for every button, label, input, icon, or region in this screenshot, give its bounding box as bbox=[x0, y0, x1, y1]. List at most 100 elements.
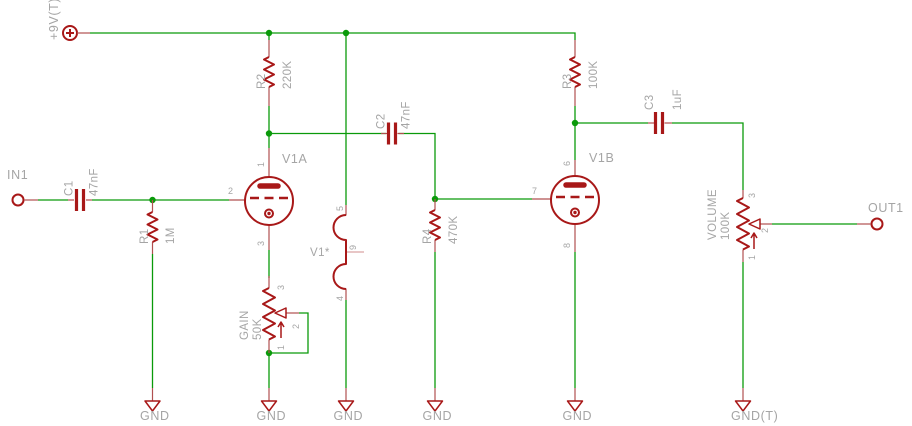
r3-zigzag[interactable] bbox=[569, 56, 581, 88]
volume-wiper-triangle-icon bbox=[748, 218, 761, 230]
volume-pin-wiper-number: 2 bbox=[760, 228, 770, 233]
gnd-label: GND bbox=[334, 409, 364, 423]
gnd-symbol-v1b[interactable]: GND bbox=[563, 388, 593, 423]
r1-value: 1M bbox=[165, 227, 177, 244]
v1a-pin-grid-number: 2 bbox=[228, 186, 233, 196]
gnd-triangle-icon[interactable] bbox=[426, 400, 444, 412]
gnd-t-symbol-volume[interactable]: GND(T) bbox=[731, 388, 778, 423]
gain-pin-wiper-number: 2 bbox=[291, 324, 301, 329]
gnd-symbol-r4[interactable]: GND bbox=[423, 388, 453, 423]
gnd-label: GND bbox=[140, 409, 170, 423]
gnd-triangle-icon[interactable] bbox=[566, 400, 584, 412]
ground-symbols[interactable]: GND GND GND GND GND GND(T) bbox=[140, 388, 778, 423]
gain-potentiometer[interactable]: GAIN 50K 3 2 1 bbox=[239, 276, 301, 353]
wire-c2-to-grid[interactable] bbox=[398, 132, 436, 200]
gnd-symbol-r1[interactable]: GND bbox=[140, 388, 170, 423]
capacitor-c3[interactable]: C3 1uF bbox=[644, 89, 684, 134]
c1-name: C1 bbox=[64, 180, 76, 196]
r1-name: R1 bbox=[139, 228, 151, 244]
heater-pin-tap-number: 9 bbox=[348, 245, 358, 250]
heater-filament[interactable] bbox=[332, 214, 347, 290]
heater-name: V1* bbox=[310, 247, 330, 259]
gnd-label: GND bbox=[563, 409, 593, 423]
v1b-envelope[interactable] bbox=[550, 175, 600, 225]
r1-zigzag[interactable] bbox=[146, 211, 159, 243]
output-port[interactable]: OUT1 bbox=[857, 201, 904, 231]
power-plus-icon bbox=[66, 29, 74, 37]
gnd-symbol-gain[interactable]: GND bbox=[257, 388, 287, 423]
gnd-t-label: GND(T) bbox=[731, 409, 778, 423]
tube-v1b[interactable]: V1B 6 7 8 bbox=[532, 151, 614, 252]
resistor-r3[interactable]: R3 100K bbox=[562, 40, 600, 106]
junction-dots bbox=[149, 29, 579, 357]
tube-heater[interactable]: V1* 5 9 4 bbox=[310, 205, 364, 301]
volume-potentiometer[interactable]: VOLUME 100K 3 2 1 bbox=[707, 189, 772, 262]
input-terminal-icon[interactable] bbox=[11, 193, 25, 207]
resistor-r4[interactable]: R4 470K bbox=[422, 199, 460, 252]
volume-zigzag[interactable] bbox=[736, 197, 750, 251]
gnd-triangle-icon[interactable] bbox=[734, 400, 752, 412]
r3-value: 100K bbox=[588, 61, 600, 89]
r2-name: R2 bbox=[256, 73, 268, 89]
gnd-triangle-icon[interactable] bbox=[260, 400, 278, 412]
power-source-symbol[interactable]: +9V(T) bbox=[47, 0, 90, 41]
junction-dot bbox=[342, 29, 350, 37]
gnd-symbol-heater[interactable]: GND bbox=[334, 388, 364, 423]
wire-power-rail[interactable] bbox=[90, 32, 576, 40]
wire-c3-to-volume[interactable] bbox=[672, 122, 744, 190]
wire-gain-wiper-loop[interactable] bbox=[269, 312, 309, 354]
v1b-pin-grid-number: 7 bbox=[532, 186, 537, 196]
v1b-pin-cathode-number: 8 bbox=[562, 243, 572, 248]
volume-adjust-arrow-icon bbox=[750, 232, 758, 249]
heater-pin-top-number: 5 bbox=[335, 206, 345, 211]
heater-pin-bottom-number: 4 bbox=[335, 296, 345, 301]
v1a-name: V1A bbox=[282, 152, 307, 166]
volume-pin-top-number: 3 bbox=[747, 193, 757, 198]
gain-name: GAIN bbox=[239, 310, 251, 340]
c1-value: 47nF bbox=[89, 168, 101, 196]
v1a-envelope[interactable] bbox=[244, 176, 294, 226]
input-label: IN1 bbox=[7, 168, 28, 182]
v1a-cathode-dot bbox=[267, 211, 271, 216]
gain-pin-bottom-number: 1 bbox=[276, 345, 286, 350]
v1b-cathode bbox=[570, 207, 580, 218]
gnd-triangle-icon[interactable] bbox=[144, 400, 161, 412]
junction-dot bbox=[265, 29, 273, 37]
output-terminal-icon[interactable] bbox=[870, 217, 884, 231]
resistor-r2[interactable]: R2 220K bbox=[256, 40, 294, 106]
gnd-triangle-icon[interactable] bbox=[337, 400, 355, 412]
c2-value: 47nF bbox=[401, 101, 413, 129]
gain-pin-top-number: 3 bbox=[276, 285, 286, 290]
r4-value: 470K bbox=[448, 216, 460, 244]
r2-value: 220K bbox=[282, 61, 294, 89]
r4-name: R4 bbox=[422, 228, 434, 244]
v1a-pin-cathode-number: 3 bbox=[256, 241, 266, 246]
gain-value: 50K bbox=[252, 318, 264, 340]
v1a-cathode bbox=[264, 208, 274, 219]
gain-adjust-arrow-icon bbox=[277, 321, 285, 338]
c3-value: 1uF bbox=[672, 89, 684, 110]
v1b-pin-anode-number: 6 bbox=[562, 161, 572, 166]
resistor-r1[interactable]: R1 1M bbox=[139, 200, 177, 254]
input-port[interactable]: IN1 bbox=[7, 168, 38, 207]
volume-pin-bottom-number: 1 bbox=[747, 255, 757, 260]
gain-zigzag[interactable] bbox=[262, 287, 276, 341]
gnd-label: GND bbox=[423, 409, 453, 423]
capacitor-c1[interactable]: C1 47nF bbox=[64, 168, 101, 211]
gnd-label: GND bbox=[257, 409, 287, 423]
c2-name: C2 bbox=[376, 113, 388, 129]
r4-zigzag[interactable] bbox=[429, 209, 441, 241]
gain-wiper-triangle-icon bbox=[274, 307, 287, 319]
volume-value: 100K bbox=[720, 212, 732, 240]
v1b-name: V1B bbox=[589, 151, 614, 165]
r2-zigzag[interactable] bbox=[263, 56, 275, 88]
r3-name: R3 bbox=[562, 73, 574, 89]
capacitor-c2[interactable]: C2 47nF bbox=[376, 101, 413, 145]
junction-dot bbox=[571, 119, 579, 127]
junction-dot bbox=[265, 130, 273, 137]
tube-v1a[interactable]: V1A 1 2 3 bbox=[228, 148, 307, 250]
net-wires[interactable] bbox=[38, 32, 857, 388]
v1b-cathode-dot bbox=[573, 210, 577, 215]
